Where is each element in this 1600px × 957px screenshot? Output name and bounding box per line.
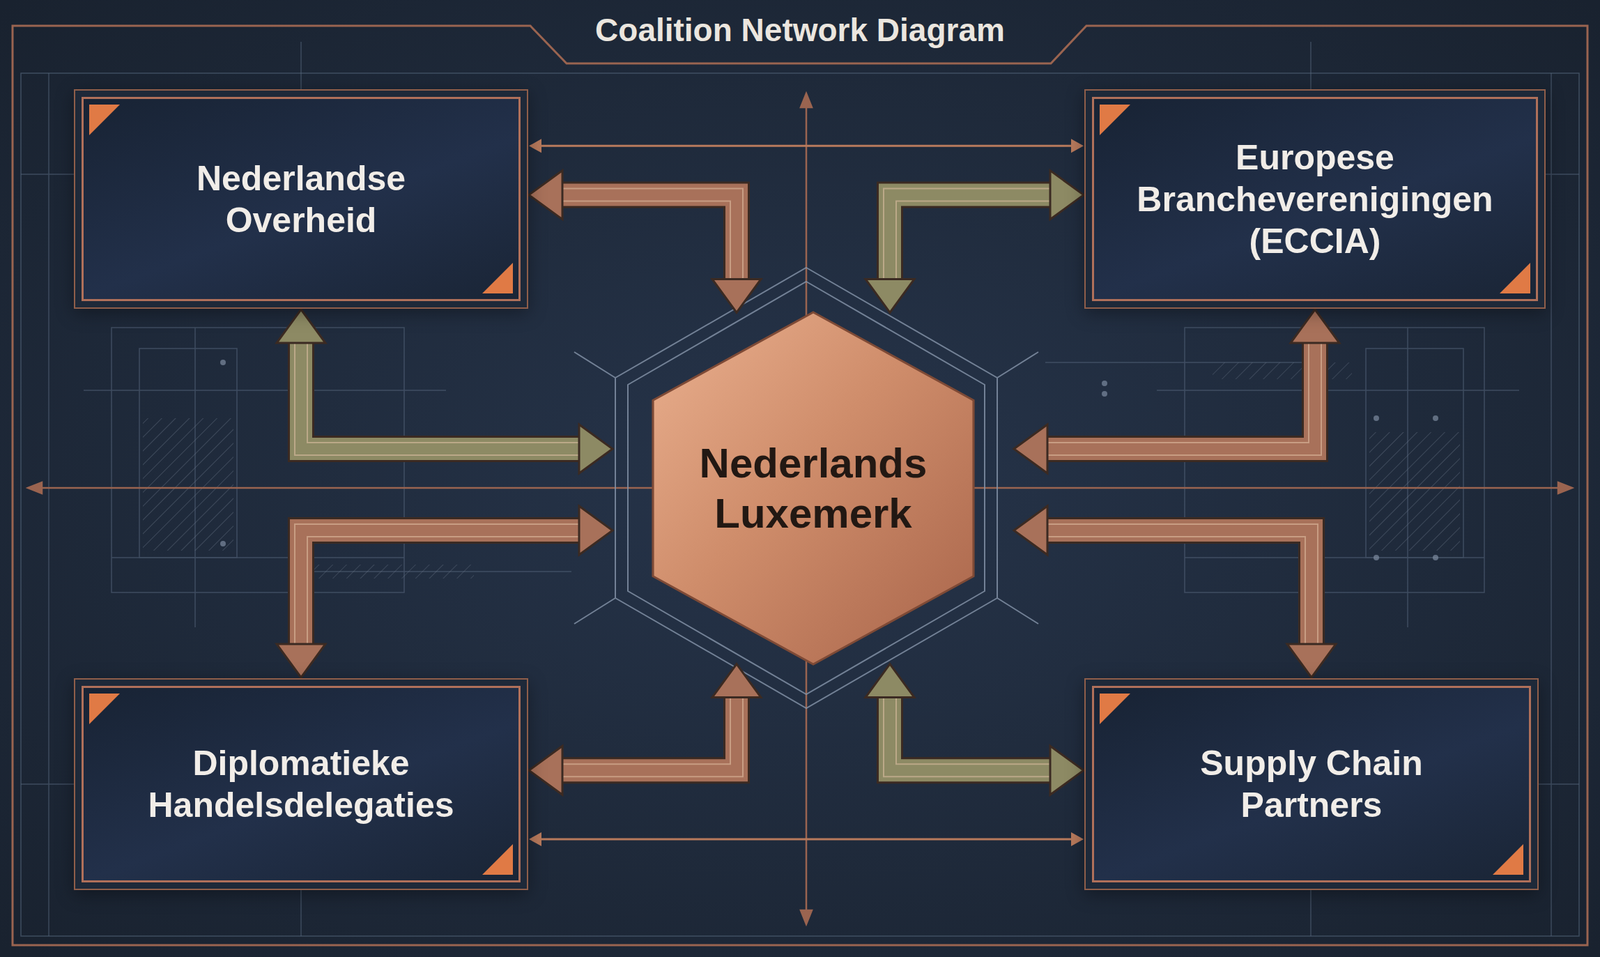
arrow-outline <box>301 530 580 644</box>
thick-arrow <box>865 664 1084 796</box>
text-stack: Supply Chain Partners <box>1172 742 1451 826</box>
stakeholder-box: Nederlandse Overheid <box>81 96 521 302</box>
arrow-outline <box>562 195 737 280</box>
text-stack: Europese Brancheverenigingen (ECCIA) <box>1112 136 1518 263</box>
arrow-body <box>1047 342 1315 449</box>
box-label: Supply Chain Partners <box>1172 742 1451 826</box>
stakeholder-box: Europese Brancheverenigingen (ECCIA) <box>1091 96 1538 302</box>
text-stack: Diplomatieke Handelsdelegaties <box>119 742 483 826</box>
arrow-head <box>1013 424 1048 474</box>
stakeholder-box: Supply Chain Partners <box>1091 685 1532 883</box>
arrow-body <box>301 530 580 644</box>
text-stack: Nederlandse Overheid <box>154 157 448 242</box>
arrow-body <box>1047 530 1312 644</box>
arrow-head <box>1287 643 1336 678</box>
arrow-body <box>562 195 737 280</box>
arrow-head <box>712 278 761 313</box>
thin-arrow <box>528 138 1084 153</box>
thick-arrow <box>1013 505 1336 678</box>
arrow-rail <box>562 697 737 771</box>
arrow-head <box>579 505 613 555</box>
arrow-body <box>889 697 1051 771</box>
corner-accent <box>482 262 513 294</box>
arrow-rail <box>889 697 1051 771</box>
arrow-outline <box>1047 530 1312 644</box>
arrow-head <box>276 643 326 678</box>
arrow-core <box>1047 530 1312 644</box>
box-label: Nederlandse Overheid <box>154 157 448 242</box>
arrow-head <box>1290 309 1340 343</box>
arrow-core <box>1047 342 1315 449</box>
diagram-title: Coalition Network Diagram <box>0 11 1600 49</box>
corner-accent <box>1099 104 1131 136</box>
arrow-rail <box>889 195 1051 280</box>
corner-accent <box>482 843 513 875</box>
thick-arrow <box>276 309 613 474</box>
thick-arrow <box>1013 309 1340 474</box>
arrow-rail <box>301 530 580 644</box>
arrow-head <box>579 424 613 474</box>
arrow-body <box>562 697 737 771</box>
corner-accent <box>89 104 120 136</box>
arrow-body <box>889 195 1051 280</box>
arrow-body <box>301 342 580 449</box>
arrow-outline <box>562 697 737 771</box>
corner-accent <box>1499 262 1531 294</box>
arrow-outline <box>889 697 1051 771</box>
text-stack: Nederlands Luxemerk <box>673 438 953 539</box>
box-label: Europese Brancheverenigingen (ECCIA) <box>1112 136 1518 263</box>
arrow-head <box>1050 745 1084 795</box>
arrow-head <box>528 138 542 153</box>
stakeholder-box: Diplomatieke Handelsdelegaties <box>81 685 521 883</box>
arrow-head <box>1071 832 1084 846</box>
thick-arrow <box>528 170 761 313</box>
arrow-core <box>301 530 580 644</box>
arrow-line <box>541 144 1072 148</box>
arrow-head <box>276 309 326 343</box>
arrow-core <box>889 697 1051 771</box>
thin-arrow <box>528 832 1084 846</box>
arrow-rail <box>1047 530 1312 644</box>
arrow-head <box>1050 170 1084 220</box>
thick-arrow <box>528 664 761 796</box>
corner-accent <box>1492 843 1524 875</box>
thick-arrow <box>276 505 613 678</box>
hexagon-fill <box>652 312 974 665</box>
arrow-outline <box>889 195 1051 280</box>
arrow-head <box>528 170 563 220</box>
arrow-head <box>865 664 915 698</box>
arrow-core <box>562 195 737 280</box>
arrow-outline <box>1047 342 1315 449</box>
arrow-rail <box>301 342 580 449</box>
arrow-head <box>865 278 915 313</box>
arrow-core <box>301 342 580 449</box>
box-label: Diplomatieke Handelsdelegaties <box>119 742 483 826</box>
arrow-core <box>889 195 1051 280</box>
arrow-head <box>712 664 761 698</box>
arrow-rail <box>562 195 737 280</box>
arrow-line <box>541 838 1072 841</box>
hexagon-node: Nederlands Luxemerk <box>652 312 974 665</box>
arrow-head <box>1013 505 1048 555</box>
arrow-head <box>528 745 563 795</box>
corner-accent <box>89 693 120 725</box>
arrow-head <box>528 832 542 846</box>
arrow-head <box>1071 138 1084 153</box>
arrow-core <box>562 697 737 771</box>
hexagon-label: Nederlands Luxemerk <box>673 438 953 539</box>
arrow-rail <box>1047 342 1315 449</box>
corner-accent <box>1099 693 1131 725</box>
thick-arrow <box>865 170 1084 313</box>
hexagon-shape <box>652 312 974 665</box>
arrow-outline <box>301 342 580 449</box>
